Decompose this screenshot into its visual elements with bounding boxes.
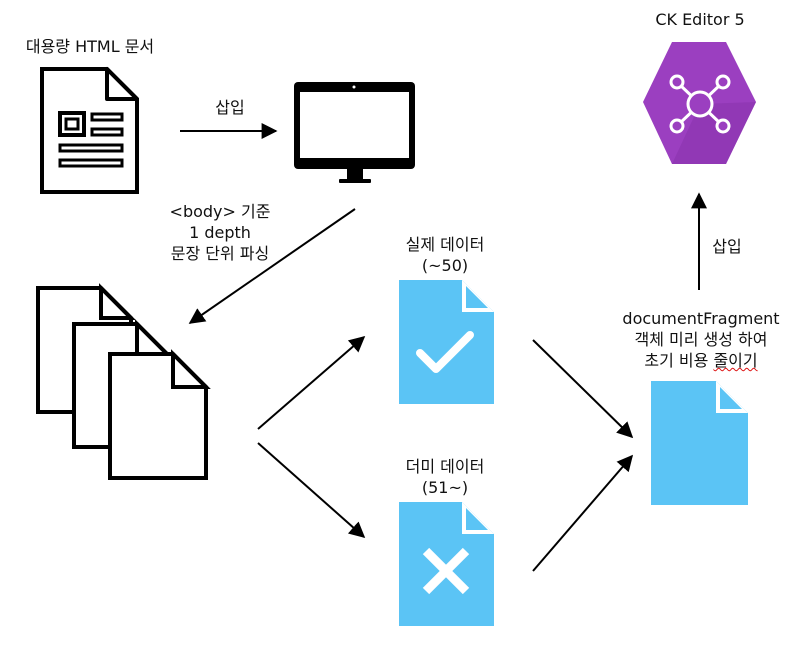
document-x-icon — [399, 502, 494, 626]
ckeditor-label: CK Editor 5 — [640, 9, 760, 30]
arrow-dummy-to-fragment — [532, 454, 634, 572]
source-doc-label: 대용량 HTML 문서 — [20, 36, 160, 57]
insert-top-text: 삽입 — [215, 98, 245, 117]
dummy-data-label: 더미 데이터 (51~) — [385, 456, 505, 498]
parse-line1: <body> 기준 — [169, 202, 271, 221]
fragment-label: documentFragment 객체 미리 생성 하여 초기 비용 줄이기 — [612, 308, 790, 371]
fragment-line3: 초기 비용 줄이기 — [612, 350, 790, 371]
dummy-line2: (51~) — [421, 478, 469, 497]
ckeditor-text: CK Editor 5 — [655, 10, 745, 29]
insert-top-label: 삽입 — [200, 97, 260, 118]
arrow-parse — [188, 208, 356, 324]
html-document-icon — [40, 67, 139, 194]
fragment-line1: documentFragment — [622, 309, 780, 328]
document-stack-icon — [36, 283, 211, 480]
arrow-to-dummy — [257, 442, 366, 539]
real-line1: 실제 데이터 — [405, 235, 485, 254]
document-icon — [651, 381, 748, 505]
arrow-real-to-fragment — [532, 339, 634, 439]
monitor-icon — [294, 82, 415, 183]
insert-right-label: 삽입 — [697, 236, 757, 257]
real-data-label: 실제 데이터 (~50) — [385, 234, 505, 276]
parse-label: <body> 기준 1 depth 문장 단위 파싱 — [150, 201, 290, 264]
arrow-to-real — [257, 335, 366, 430]
parse-line2: 1 depth — [189, 223, 251, 242]
dummy-line1: 더미 데이터 — [405, 457, 485, 476]
ckeditor-logo-icon — [643, 42, 756, 164]
fragment-line3-b: 줄이기 — [713, 351, 758, 370]
real-line2: (~50) — [421, 256, 469, 275]
source-doc-text: 대용량 HTML 문서 — [25, 37, 155, 56]
document-check-icon — [399, 280, 494, 404]
parse-line3: 문장 단위 파싱 — [170, 244, 270, 263]
fragment-line3-a: 초기 비용 — [644, 351, 714, 370]
fragment-line2: 객체 미리 생성 하여 — [634, 330, 768, 349]
insert-right-text: 삽입 — [712, 237, 742, 256]
